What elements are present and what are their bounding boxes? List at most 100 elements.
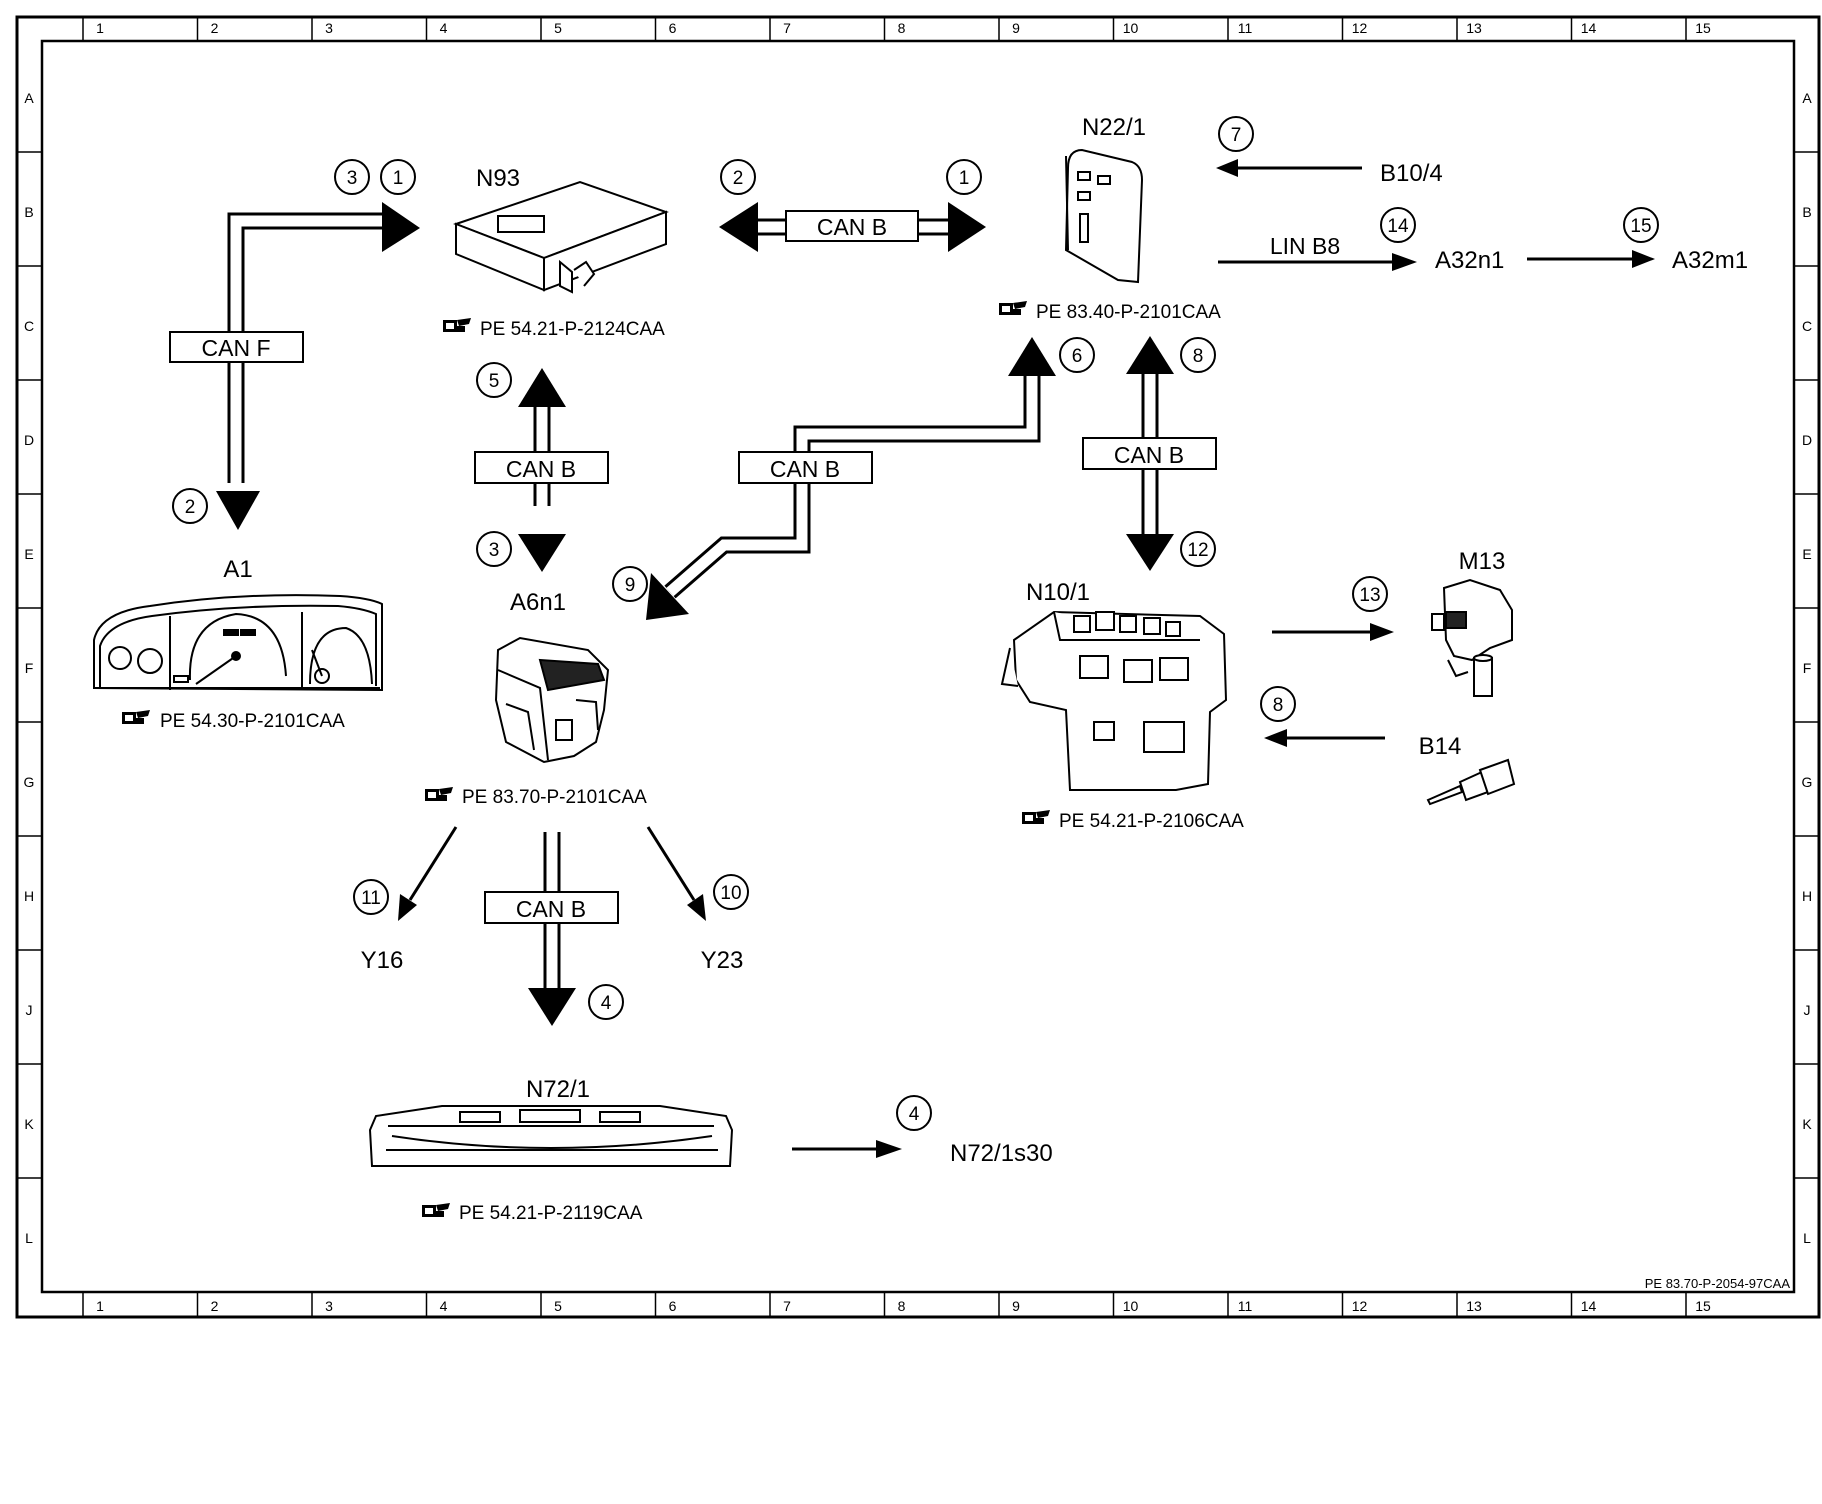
reference-pointer-icon: [999, 301, 1027, 315]
signal-12-to-n10: 12: [1180, 531, 1216, 567]
b14-label: B14: [1419, 733, 1462, 760]
m13-pump-icon: [1431, 578, 1513, 697]
reference-pointer-icon: [425, 787, 453, 801]
ref-n10-1: PE 54.21-P-2106CAA: [1022, 810, 1244, 832]
grid-row-right-E: E: [1802, 546, 1811, 562]
b10-4-label: B10/4: [1380, 160, 1443, 187]
document-id: PE 83.70-P-2054-97CAA: [1645, 1276, 1791, 1291]
grid-col-bottom-3: 3: [325, 1298, 333, 1314]
svg-text:5: 5: [489, 371, 500, 392]
svg-text:11: 11: [361, 888, 381, 909]
can-b-n22-a6n1-line: [646, 337, 1056, 620]
svg-text:13: 13: [1359, 585, 1380, 606]
signal-11-to-y16: 11: [353, 879, 389, 915]
arrowhead-to-n93: [382, 202, 420, 252]
grid-row-left-F: F: [25, 660, 34, 676]
signal-7-from-b10-4: 7: [1218, 116, 1254, 152]
bus-label-can-b-n22-n10: CAN B: [1082, 437, 1217, 470]
y23-label: Y23: [701, 947, 744, 974]
a1-label: A1: [223, 556, 252, 583]
bus-label-can-b-a6n1-n72: CAN B: [484, 891, 619, 924]
ref-n22-1: PE 83.40-P-2101CAA: [999, 301, 1221, 323]
ref-n10-1-text: PE 54.21-P-2106CAA: [1059, 811, 1244, 832]
n72-1-label: N72/1: [526, 1076, 590, 1103]
n72-1s30-label: N72/1s30: [950, 1140, 1053, 1167]
grid-row-right-C: C: [1802, 318, 1812, 334]
n22-1-label: N22/1: [1082, 114, 1146, 141]
grid-row-right-G: G: [1802, 774, 1813, 790]
grid-row-left-G: G: [24, 774, 35, 790]
ref-a1-text: PE 54.30-P-2101CAA: [160, 711, 345, 732]
inner-frame: [40, 39, 1796, 1294]
signal-2-n93: 2: [720, 159, 756, 195]
ref-n72-1-text: PE 54.21-P-2119CAA: [459, 1203, 643, 1224]
grid-col-top-3: 3: [325, 20, 333, 36]
ref-n72-1: PE 54.21-P-2119CAA: [422, 1203, 643, 1224]
grid-col-bottom-14: 14: [1581, 1298, 1597, 1314]
signal-1-to-n93: 1: [380, 159, 416, 195]
svg-text:1: 1: [393, 168, 404, 189]
svg-text:CAN B: CAN B: [1114, 442, 1184, 468]
n72-1-panel-icon: [368, 1105, 734, 1167]
svg-text:8: 8: [1193, 346, 1204, 367]
ref-a6n1-text: PE 83.70-P-2101CAA: [462, 787, 647, 808]
grid-row-right-B: B: [1802, 204, 1811, 220]
signal-1-n22: 1: [946, 159, 982, 195]
thin-arrows: [398, 159, 1655, 1158]
grid-row-right-J: J: [1804, 1002, 1811, 1018]
grid-col-bottom-5: 5: [554, 1298, 562, 1314]
svg-text:2: 2: [733, 168, 744, 189]
grid-row-right-D: D: [1802, 432, 1812, 448]
grid-col-bottom-9: 9: [1012, 1298, 1020, 1314]
a32n1-label: A32n1: [1435, 247, 1504, 274]
grid-col-top-2: 2: [211, 20, 219, 36]
ref-n93-text: PE 54.21-P-2124CAA: [480, 319, 665, 340]
a6n1-heater-icon: [494, 636, 610, 764]
svg-text:3: 3: [489, 540, 500, 561]
grid-col-top-14: 14: [1581, 20, 1597, 36]
svg-text:CAN F: CAN F: [202, 335, 271, 361]
a32m1-label: A32m1: [1672, 247, 1748, 274]
grid-col-bottom-10: 10: [1123, 1298, 1139, 1314]
signal-15-to-a32m1: 15: [1623, 207, 1659, 243]
m13-label: M13: [1459, 548, 1506, 575]
grid-col-bottom-15: 15: [1695, 1298, 1711, 1314]
svg-text:9: 9: [625, 575, 636, 596]
grid-ticks: [17, 17, 1819, 1317]
grid-col-top-12: 12: [1352, 20, 1368, 36]
bus-label-can-b-n93-a6n1: CAN B: [474, 451, 609, 484]
grid-col-bottom-2: 2: [211, 1298, 219, 1314]
grid-row-right-L: L: [1803, 1230, 1811, 1246]
reference-pointer-icon: [122, 710, 150, 724]
grid-row-left-B: B: [24, 204, 33, 220]
reference-pointer-icon: [1022, 810, 1050, 824]
svg-text:3: 3: [347, 168, 358, 189]
arrowhead-up-n22: [1008, 337, 1056, 376]
arrowhead-down-a6n1: [518, 534, 566, 572]
n10-1-module-icon: [1000, 610, 1228, 791]
signal-10-to-y23: 10: [713, 874, 749, 910]
bus-label-lin-b8: LIN B8: [1270, 233, 1340, 259]
grid-col-bottom-12: 12: [1352, 1298, 1368, 1314]
arrowhead-up-n22-right: [1126, 336, 1174, 374]
grid-col-top-13: 13: [1466, 20, 1482, 36]
signal-3-to-a6n1: 3: [476, 531, 512, 567]
svg-text:8: 8: [1273, 695, 1284, 716]
svg-text:6: 6: [1072, 346, 1083, 367]
arrowhead-down-n10: [1126, 534, 1174, 571]
grid-col-bottom-1: 1: [96, 1298, 104, 1314]
arrowhead-to-a1: [216, 491, 260, 530]
grid-col-top-15: 15: [1695, 20, 1711, 36]
grid-row-right-H: H: [1802, 888, 1812, 904]
n22-1-module-icon: [1064, 148, 1144, 284]
bus-label-can-b-n22-a6n1: CAN B: [738, 451, 873, 484]
grid-col-bottom-13: 13: [1466, 1298, 1482, 1314]
grid-row-right-K: K: [1802, 1116, 1812, 1132]
n10-1-label: N10/1: [1026, 579, 1090, 606]
svg-text:12: 12: [1187, 540, 1208, 561]
signal-4-to-n72: 4: [588, 984, 624, 1020]
can-f-line: [216, 202, 420, 530]
grid-row-left-E: E: [24, 546, 33, 562]
grid-col-top-7: 7: [783, 20, 791, 36]
grid-row-left-C: C: [24, 318, 34, 334]
